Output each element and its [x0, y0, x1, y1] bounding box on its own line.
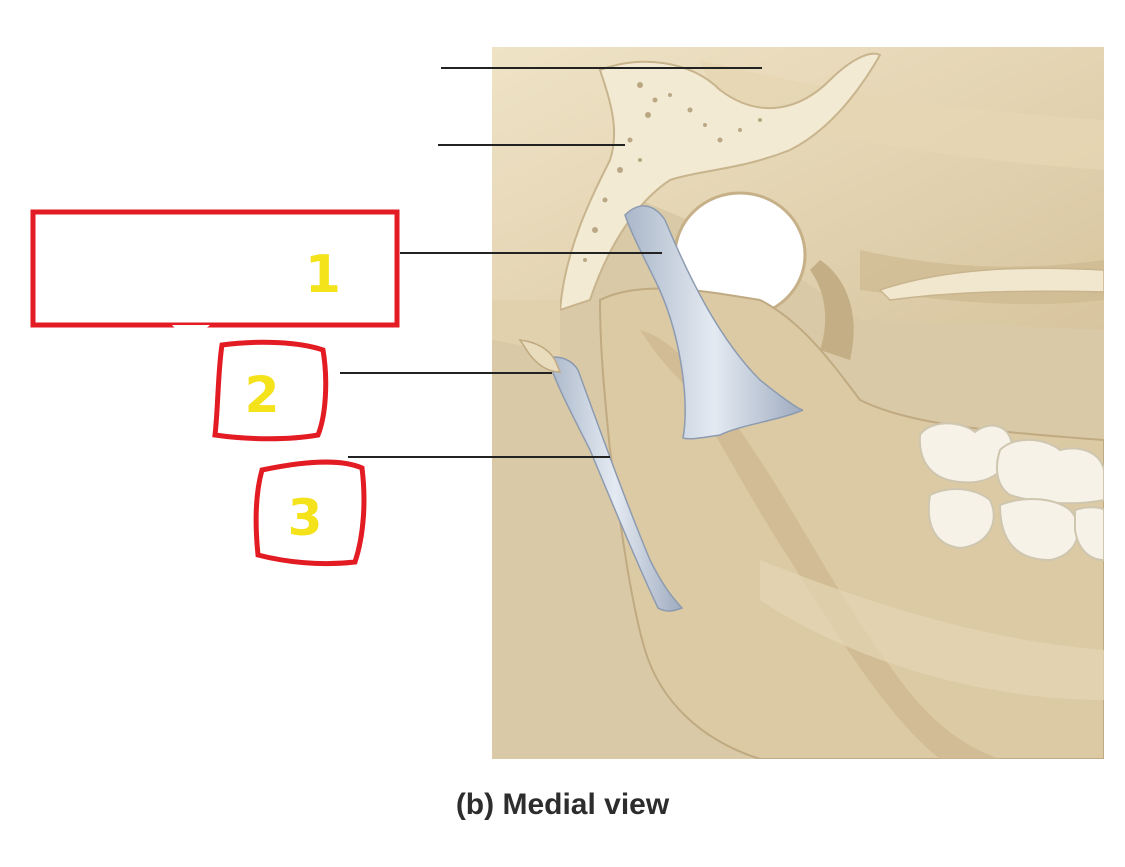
stylomandibular-ligament: [547, 356, 684, 612]
annotation-number-2: 2: [245, 366, 280, 424]
annotation-box-1: 1: [30, 209, 400, 333]
leader-lines: [340, 67, 762, 458]
figure-caption: (b) Medial view: [455, 788, 670, 821]
annotation-number-1: 1: [305, 245, 341, 305]
skull-illustration: [492, 47, 1104, 759]
annotation-number-3: 3: [288, 489, 323, 547]
styloid-process: [518, 339, 562, 373]
annotation-box-2: 2: [212, 339, 329, 442]
teeth: [918, 422, 1104, 562]
sphenomandibular-ligament: [624, 205, 804, 440]
annotation-box-3: 3: [253, 459, 367, 567]
